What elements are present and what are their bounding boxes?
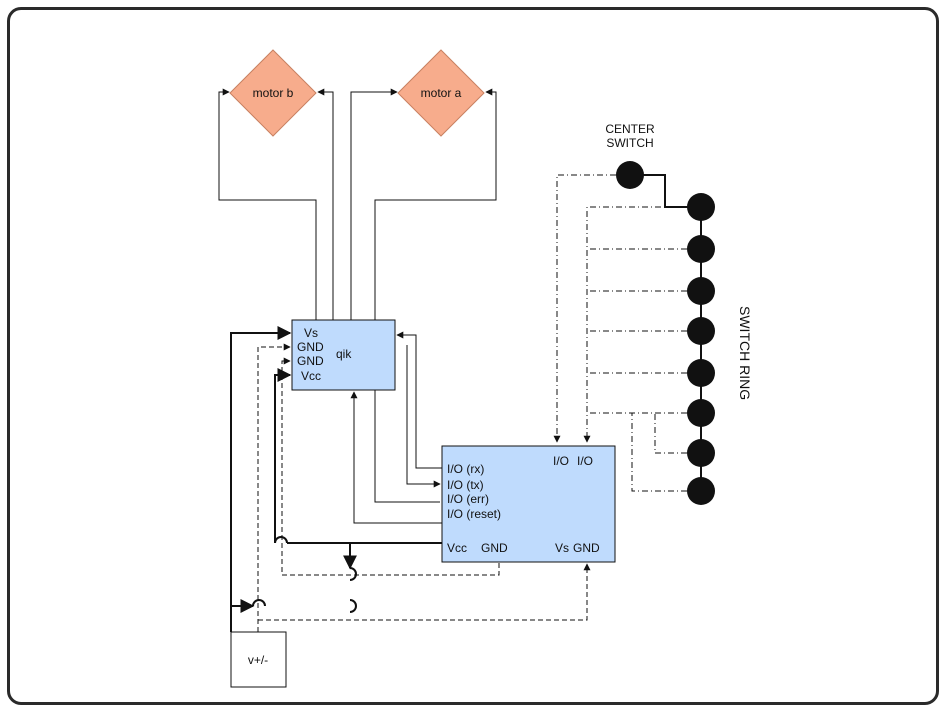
power-label: v+/-: [248, 653, 268, 667]
io-err: I/O (err): [447, 492, 489, 506]
ring-switch-6: [687, 399, 715, 427]
qik-pin-gnd-1: GND: [297, 340, 324, 354]
motor-a-label: motor a: [421, 86, 462, 100]
center-switch: [616, 161, 644, 189]
ring-switch-1: [687, 193, 715, 221]
qik-title: qik: [336, 347, 352, 361]
io-tx: I/O (tx): [447, 478, 484, 492]
qik-pin-gnd-2: GND: [297, 354, 324, 368]
ring-switch-3: [687, 277, 715, 305]
ctrl-vs: Vs: [555, 541, 569, 555]
ring-switch-5: [687, 359, 715, 387]
main-controller: I/O (rx) I/O (tx) I/O (err) I/O (reset) …: [442, 446, 615, 562]
qik-pin-vs: Vs: [304, 326, 318, 340]
center-switch-label-line1: CENTER: [605, 122, 655, 136]
qik-pin-vcc: Vcc: [301, 369, 321, 383]
ctrl-gnd-2: GND: [573, 541, 600, 555]
motor-a-wires: [351, 92, 496, 320]
motor-a: motor a: [398, 50, 484, 136]
io-rx: I/O (rx): [447, 462, 484, 476]
ring-switch-7: [687, 439, 715, 467]
center-switch-label-line2: SWITCH: [606, 136, 653, 150]
io-top-1: I/O: [553, 454, 569, 468]
center-switch-label: CENTER SWITCH: [605, 122, 655, 150]
ring-switch-4: [687, 317, 715, 345]
ring-switch-2: [687, 235, 715, 263]
motor-b-label: motor b: [253, 86, 294, 100]
ctrl-gnd-1: GND: [481, 541, 508, 555]
power-supply: v+/-: [231, 632, 286, 687]
switch-wires: [557, 175, 700, 491]
qik-controller: Vs GND GND Vcc qik: [292, 320, 395, 390]
io-reset: I/O (reset): [447, 507, 501, 521]
ctrl-vcc: Vcc: [447, 541, 467, 555]
ring-switch-8: [687, 477, 715, 505]
io-top-2: I/O: [577, 454, 593, 468]
motor-b: motor b: [230, 50, 316, 136]
switch-ring-label: SWITCH RING: [737, 306, 753, 400]
